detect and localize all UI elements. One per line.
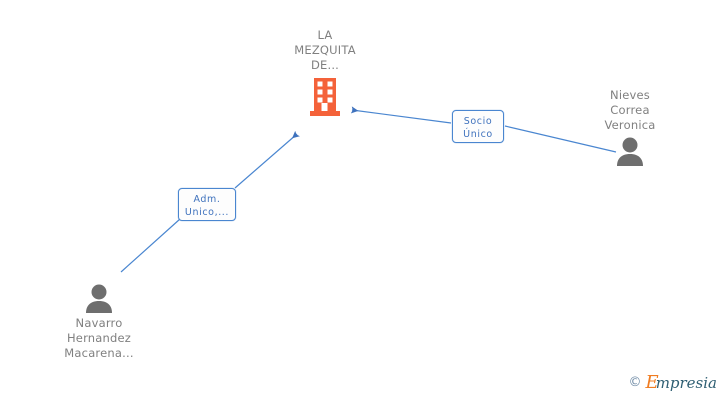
building-icon-wrap <box>267 78 383 116</box>
edge-adm-to-company <box>234 130 300 189</box>
person-icon <box>617 137 643 166</box>
brand-initial: E <box>645 372 659 393</box>
relation-label-socio-unico[interactable]: Socio Único <box>452 110 504 143</box>
person-name-label: Nieves Correa Veronica <box>604 88 656 132</box>
relation-label-adm-unico[interactable]: Adm. Unico,... <box>178 188 236 221</box>
copyright-icon: © <box>628 375 642 390</box>
person-icon-wrap <box>35 283 163 313</box>
company-node[interactable]: LA MEZQUITA DE... <box>267 28 383 116</box>
person-name-label: Navarro Hernandez Macarena... <box>64 316 134 360</box>
edge-navarro-to-adm <box>120 218 181 273</box>
person-node-nieves[interactable]: Nieves Correa Veronica <box>566 88 694 166</box>
company-name-label: LA MEZQUITA DE... <box>294 28 356 72</box>
building-icon <box>310 78 340 116</box>
edge-nieves-to-socio <box>504 125 617 153</box>
empresia-watermark: © Empresia <box>629 373 717 392</box>
person-icon-wrap <box>566 136 694 166</box>
person-icon <box>86 284 112 313</box>
person-node-navarro[interactable]: Navarro Hernandez Macarena... <box>35 283 163 361</box>
edge-socio-to-company <box>350 106 452 124</box>
brand-logo: Empresia <box>646 373 717 392</box>
brand-rest: mpresia <box>655 374 717 392</box>
